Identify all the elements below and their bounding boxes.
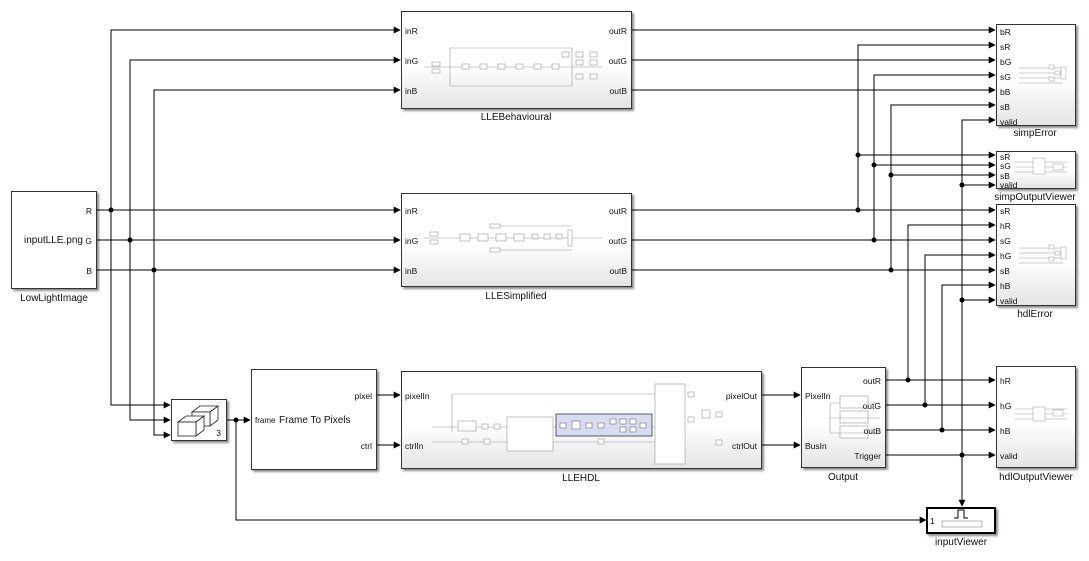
lle-hdl-label: LLEHDL bbox=[562, 473, 600, 484]
hdl-port-pixelIn: pixelIn bbox=[405, 391, 430, 401]
hdl-output-viewer-label: hdlOutputViewer bbox=[999, 472, 1073, 483]
output-subsystem[interactable]: PixelIn BusIn outR outG outB Trigger bbox=[801, 367, 886, 468]
concatenate-icon bbox=[176, 405, 220, 437]
subsystem-contents-preview bbox=[1019, 64, 1067, 84]
lle-hdl-subsystem[interactable]: pixelIn ctrlIn pixelOut ctrlOut bbox=[401, 371, 762, 469]
inputviewer-port-1: 1 bbox=[930, 516, 935, 526]
simpviewer-port-valid: valid bbox=[1000, 180, 1018, 190]
signal-b-to-behavioural bbox=[153, 86, 401, 270]
hdl-error-label: hdlError bbox=[1017, 309, 1053, 320]
behav-port-inG: inG bbox=[405, 56, 419, 66]
behav-port-inR: inR bbox=[405, 26, 418, 36]
simp-port-outB: outB bbox=[609, 266, 628, 276]
low-light-image-label: LowLightImage bbox=[20, 293, 88, 304]
hdl-error-subsystem[interactable]: sR hR sG hG sB hB valid bbox=[996, 204, 1076, 306]
signal-r-to-behavioural bbox=[110, 26, 401, 210]
subsystem-contents-preview bbox=[1015, 406, 1067, 422]
hdlerror-port-valid: valid bbox=[1000, 296, 1018, 306]
subsystem-contents-preview bbox=[1015, 157, 1067, 175]
simperror-port-sB: sB bbox=[1000, 102, 1010, 112]
output-label: Output bbox=[827, 472, 859, 483]
simp-error-subsystem[interactable]: bR sR bG sG bB sB valid bbox=[996, 24, 1076, 127]
lle-behavioural-label: LLEBehavioural bbox=[480, 112, 552, 123]
f2p-port-ctrl: ctrl bbox=[360, 441, 372, 451]
subsystem-contents-preview bbox=[424, 47, 602, 87]
subsystem-contents-preview bbox=[424, 223, 602, 253]
source-file-label: inputLLE.png bbox=[24, 235, 83, 246]
hdlviewer-port-hR: hR bbox=[1000, 376, 1011, 386]
simp-output-viewer-subsystem[interactable]: sR sG sB valid bbox=[996, 151, 1076, 190]
output-port-busin: BusIn bbox=[805, 441, 827, 451]
signal-r-to-concat bbox=[110, 210, 171, 409]
simperror-port-sR: sR bbox=[1000, 42, 1011, 52]
output-port-outB: outB bbox=[863, 426, 882, 436]
output-port-outR: outR bbox=[863, 376, 881, 386]
hdl-port-pixelOut: pixelOut bbox=[725, 391, 757, 401]
subsystem-contents-preview bbox=[1019, 244, 1067, 264]
subsystem-contents-preview bbox=[829, 395, 880, 439]
concatenate-block[interactable]: 3 bbox=[171, 399, 227, 441]
signal-concat-to-inputviewer bbox=[235, 420, 927, 524]
f2p-title: Frame To Pixels bbox=[279, 415, 351, 426]
source-port-r: R bbox=[85, 206, 92, 216]
simp-port-inR: inR bbox=[405, 206, 418, 216]
simperror-port-bB: bB bbox=[1000, 87, 1011, 97]
simp-port-inG: inG bbox=[405, 236, 419, 246]
lle-behavioural-subsystem[interactable]: inR inG inB outR outG outB bbox=[401, 11, 632, 109]
behav-port-outR: outR bbox=[609, 26, 627, 36]
signal-g-to-behavioural bbox=[129, 56, 401, 240]
frame-to-pixels-block[interactable]: frame Frame To Pixels pixel ctrl bbox=[251, 369, 377, 470]
hdlviewer-port-hB: hB bbox=[1000, 426, 1011, 436]
hdlerror-port-hR: hR bbox=[1000, 221, 1011, 231]
output-port-trigger: Trigger bbox=[854, 451, 881, 461]
behav-port-outG: outG bbox=[608, 56, 627, 66]
simp-port-outR: outR bbox=[609, 206, 627, 216]
signal-valid-bus bbox=[961, 116, 996, 455]
f2p-port-frame: frame bbox=[255, 416, 276, 425]
signal-b-to-concat bbox=[153, 270, 171, 439]
low-light-image-block[interactable]: R inputLLE.png G B bbox=[11, 191, 97, 289]
hdl-output-viewer-subsystem[interactable]: hR hG hB valid bbox=[996, 366, 1076, 468]
input-viewer-label: inputViewer bbox=[934, 537, 988, 548]
simp-output-viewer-label: simpOutputViewer bbox=[994, 192, 1076, 203]
lle-simplified-subsystem[interactable]: inR inG inB outR outG outB bbox=[401, 193, 632, 287]
hdlerror-port-hB: hB bbox=[1000, 281, 1011, 291]
behav-port-outB: outB bbox=[609, 86, 628, 96]
simpviewer-port-sR: sR bbox=[1000, 152, 1011, 162]
source-port-g: G bbox=[85, 236, 92, 246]
simpviewer-port-sG: sG bbox=[1000, 161, 1011, 171]
output-port-pixelin: PixelIn bbox=[805, 391, 831, 401]
simperror-port-sG: sG bbox=[1000, 72, 1011, 82]
simp-error-label: simpError bbox=[1013, 128, 1057, 139]
simp-port-outG: outG bbox=[608, 236, 627, 246]
hdlerror-port-sR: sR bbox=[1000, 206, 1011, 216]
f2p-port-pixel: pixel bbox=[354, 391, 372, 401]
lle-simplified-label: LLESimplified bbox=[485, 291, 547, 302]
source-port-b: B bbox=[86, 266, 92, 276]
hdl-port-ctrlIn: ctrlIn bbox=[405, 441, 424, 451]
behav-port-inB: inB bbox=[405, 86, 418, 96]
hdlerror-port-sB: sB bbox=[1000, 266, 1010, 276]
pulse-icon bbox=[941, 509, 983, 528]
input-viewer-block[interactable]: 1 bbox=[926, 507, 996, 534]
hdlerror-port-sG: sG bbox=[1000, 236, 1011, 246]
output-port-outG: outG bbox=[862, 401, 881, 411]
simperror-port-bG: bG bbox=[1000, 57, 1012, 67]
hdlviewer-port-valid: valid bbox=[1000, 451, 1018, 461]
concat-port-count: 3 bbox=[216, 428, 221, 438]
hdl-port-ctrlOut: ctrlOut bbox=[731, 441, 757, 451]
hdlviewer-port-hG: hG bbox=[1000, 401, 1012, 411]
hdlerror-port-hG: hG bbox=[1000, 251, 1012, 261]
signal-g-to-concat bbox=[129, 240, 171, 424]
simp-port-inB: inB bbox=[405, 266, 418, 276]
subsystem-contents-preview bbox=[432, 383, 723, 465]
simperror-port-valid: valid bbox=[1000, 117, 1018, 127]
simpviewer-port-sB: sB bbox=[1000, 171, 1010, 181]
simperror-port-bR: bR bbox=[1000, 27, 1011, 37]
